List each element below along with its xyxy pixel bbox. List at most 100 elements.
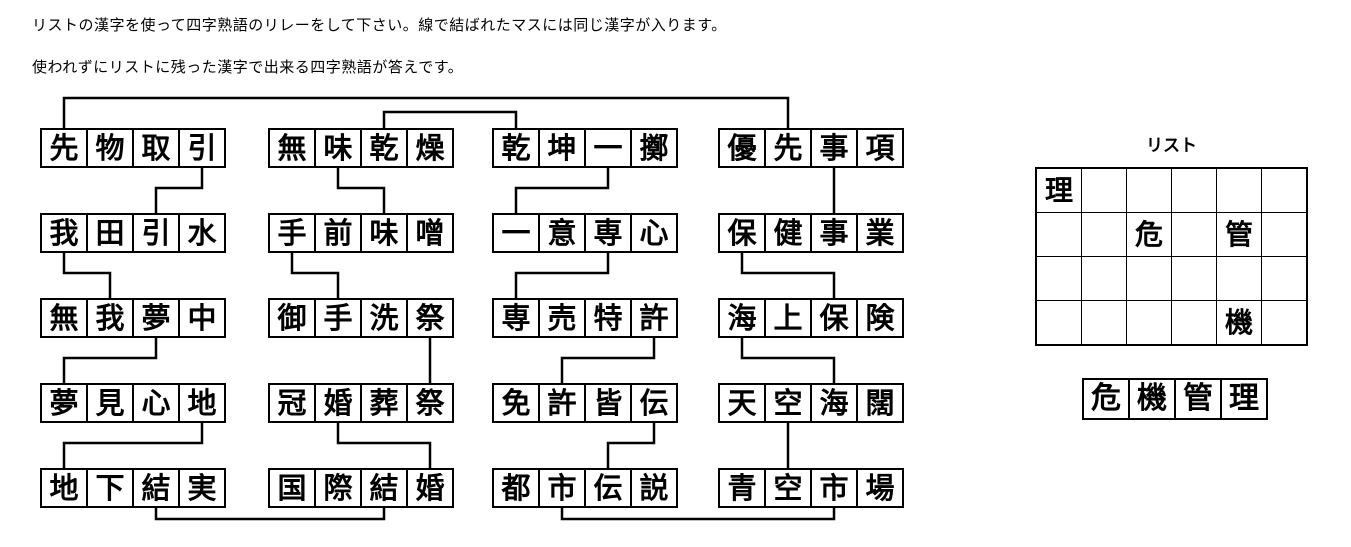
kanji-cell: 市 (540, 470, 584, 506)
kanji-cell: 伝 (632, 385, 676, 421)
kanji-cell: 地 (42, 470, 86, 506)
connector-地 (62, 421, 204, 470)
kanji-cell: 取 (134, 130, 178, 166)
kanji-cell: 心 (632, 215, 676, 251)
kanji-cell: 専 (586, 215, 630, 251)
kanji-cell: 擲 (632, 130, 676, 166)
kanji-cell: 皆 (586, 385, 630, 421)
kanji-cell: 御 (270, 300, 314, 336)
kanji-cell: 田 (88, 215, 132, 251)
connector-海 (740, 336, 836, 385)
word-box-r2c1: 我田引水 (40, 213, 226, 253)
kanji-cell: 場 (858, 470, 902, 506)
kanji-cell: 保 (812, 300, 856, 336)
kanji-cell: 険 (858, 300, 902, 336)
list-cell-filled: 理 (1037, 169, 1081, 212)
kanji-cell: 空 (766, 385, 810, 421)
kanji-cell: 保 (720, 215, 764, 251)
kanji-cell: 結 (134, 470, 178, 506)
list-cell-empty (1262, 169, 1306, 212)
word-box-r3c4: 海上保険 (718, 298, 904, 338)
word-box-r1c1: 先物取引 (40, 128, 226, 168)
kanji-cell: 引 (180, 130, 224, 166)
kanji-cell: 結 (362, 470, 406, 506)
answer-cell: 機 (1130, 380, 1174, 418)
kanji-cell: 地 (180, 385, 224, 421)
list-cell-empty (1037, 301, 1081, 344)
connector-手 (290, 251, 340, 300)
kanji-cell: 我 (42, 215, 86, 251)
word-box-r1c4: 優先事項 (718, 128, 904, 168)
kanji-cell: 免 (494, 385, 538, 421)
connector-先 (62, 96, 790, 130)
answer-cell: 管 (1176, 380, 1220, 418)
word-box-r5c4: 青空市場 (718, 468, 904, 508)
list-cell-empty (1127, 169, 1171, 212)
list-cell-empty (1127, 257, 1171, 300)
list-cell-filled: 危 (1127, 213, 1171, 256)
word-box-r4c1: 夢見心地 (40, 383, 226, 423)
kanji-cell: 空 (766, 470, 810, 506)
kanji-cell: 味 (362, 215, 406, 251)
connector-我 (62, 251, 112, 300)
kanji-cell: 都 (494, 470, 538, 506)
kanji-cell: 夢 (42, 385, 86, 421)
list-grid: 理危管機 (1035, 167, 1308, 346)
kanji-cell: 乾 (362, 130, 406, 166)
connector-許 (560, 336, 656, 385)
list-cell-empty (1082, 169, 1126, 212)
kanji-cell: 伝 (586, 470, 630, 506)
connector-夢 (62, 336, 158, 385)
kanji-cell: 項 (858, 130, 902, 166)
kanji-cell: 下 (88, 470, 132, 506)
kanji-cell: 天 (720, 385, 764, 421)
kanji-cell: 我 (88, 300, 132, 336)
kanji-cell: 事 (812, 215, 856, 251)
instruction-line-2: 使われずにリストに残った漢字で出来る四字熟語が答えです。 (32, 58, 464, 76)
word-box-r5c1: 地下結実 (40, 468, 226, 508)
kanji-cell: 水 (180, 215, 224, 251)
word-box-r2c2: 手前味噌 (268, 213, 454, 253)
kanji-cell: 冠 (270, 385, 314, 421)
kanji-cell: 夢 (134, 300, 178, 336)
list-cell-empty (1082, 257, 1126, 300)
kanji-cell: 市 (812, 470, 856, 506)
kanji-cell: 許 (632, 300, 676, 336)
list-cell-empty (1082, 213, 1126, 256)
kanji-cell: 闊 (858, 385, 902, 421)
list-cell-filled: 管 (1217, 213, 1261, 256)
word-box-r2c4: 保健事業 (718, 213, 904, 253)
kanji-cell: 祭 (408, 300, 452, 336)
kanji-cell: 見 (88, 385, 132, 421)
connector-専 (514, 251, 610, 300)
kanji-cell: 物 (88, 130, 132, 166)
kanji-cell: 一 (586, 130, 630, 166)
list-cell-empty (1172, 257, 1216, 300)
kanji-cell: 先 (42, 130, 86, 166)
list-cell-empty (1262, 213, 1306, 256)
kanji-cell: 婚 (316, 385, 360, 421)
connector-一 (514, 166, 610, 215)
kanji-cell: 許 (540, 385, 584, 421)
kanji-cell: 海 (812, 385, 856, 421)
kanji-cell: 事 (812, 130, 856, 166)
list-cell-empty (1127, 301, 1171, 344)
connector-保 (740, 251, 836, 300)
kanji-cell: 先 (766, 130, 810, 166)
list-title: リスト (1146, 136, 1197, 156)
kanji-cell: 祭 (408, 385, 452, 421)
list-cell-empty (1172, 213, 1216, 256)
word-box-r3c1: 無我夢中 (40, 298, 226, 338)
connector-婚 (336, 421, 432, 470)
kanji-cell: 売 (540, 300, 584, 336)
kanji-cell: 優 (720, 130, 764, 166)
kanji-cell: 乾 (494, 130, 538, 166)
answer-cell: 理 (1222, 380, 1266, 418)
kanji-cell: 心 (134, 385, 178, 421)
word-box-r2c3: 一意専心 (492, 213, 678, 253)
kanji-cell: 意 (540, 215, 584, 251)
list-cell-empty (1217, 169, 1261, 212)
kanji-cell: 手 (270, 215, 314, 251)
list-cell-empty (1262, 301, 1306, 344)
